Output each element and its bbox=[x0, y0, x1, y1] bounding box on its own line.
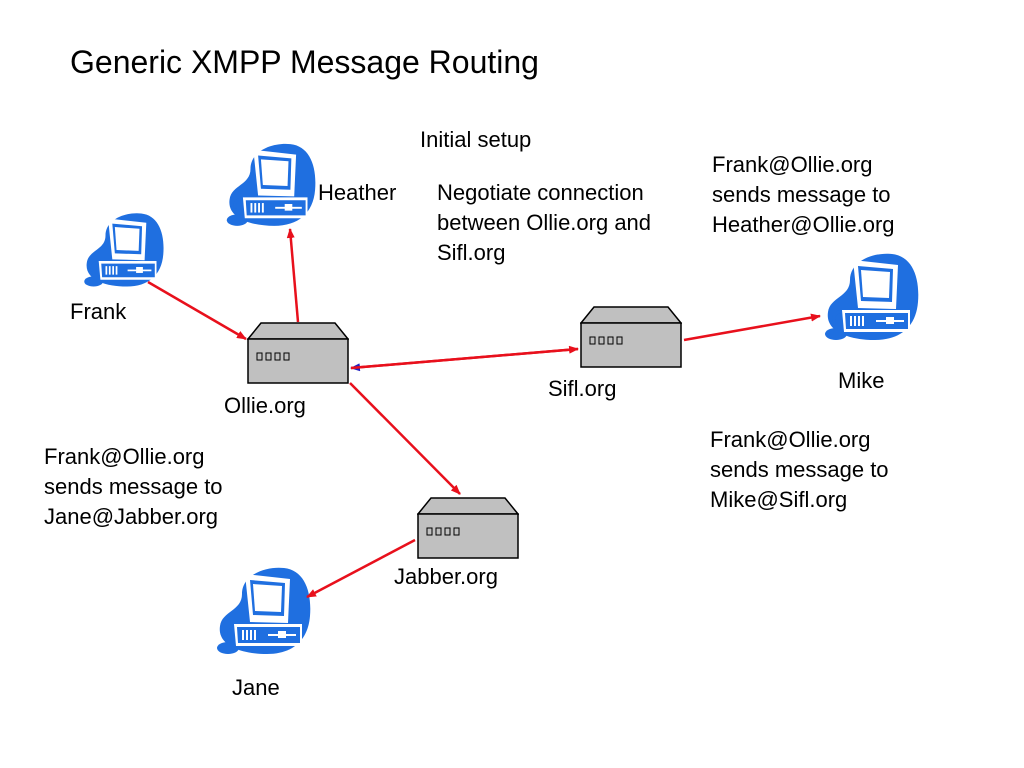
note-negotiate-connection: Negotiate connection between Ollie.org a… bbox=[437, 180, 652, 265]
step-label: Initial setup bbox=[420, 127, 532, 152]
jane-computer-icon bbox=[215, 566, 312, 656]
ollie-server-icon bbox=[247, 322, 349, 384]
sifl-server-icon bbox=[580, 306, 682, 368]
note-frank-to-mike: Frank@Ollie.org sends message to Mike@Si… bbox=[710, 427, 889, 512]
arrow-sifl-to-mike bbox=[683, 313, 821, 342]
heather-computer-icon bbox=[225, 142, 317, 228]
slide-title: Generic XMPP Message Routing bbox=[70, 44, 539, 80]
arrow-ollie-to-sifl bbox=[350, 345, 579, 370]
label-ollie-org: Ollie.org bbox=[224, 393, 306, 418]
label-mike: Mike bbox=[838, 368, 885, 393]
label-jane: Jane bbox=[232, 675, 280, 700]
label-heather: Heather bbox=[318, 180, 397, 205]
label-jabber-org: Jabber.org bbox=[394, 564, 498, 589]
arrow-ollie-to-jabber bbox=[349, 382, 461, 495]
label-sifl-org: Sifl.org bbox=[548, 376, 617, 401]
jabber-server-icon bbox=[417, 497, 519, 559]
note-frank-to-jane: Frank@Ollie.org sends message to Jane@Ja… bbox=[44, 444, 223, 529]
mike-computer-icon bbox=[823, 252, 920, 342]
arrow-ollie-to-heather bbox=[286, 228, 300, 323]
label-frank: Frank bbox=[70, 299, 127, 324]
frank-computer-icon bbox=[82, 211, 165, 288]
arrow-jabber-to-jane bbox=[306, 538, 416, 599]
note-frank-to-heather: Frank@Ollie.org sends message to Heather… bbox=[712, 152, 895, 237]
arrow-frank-to-ollie bbox=[147, 280, 247, 341]
